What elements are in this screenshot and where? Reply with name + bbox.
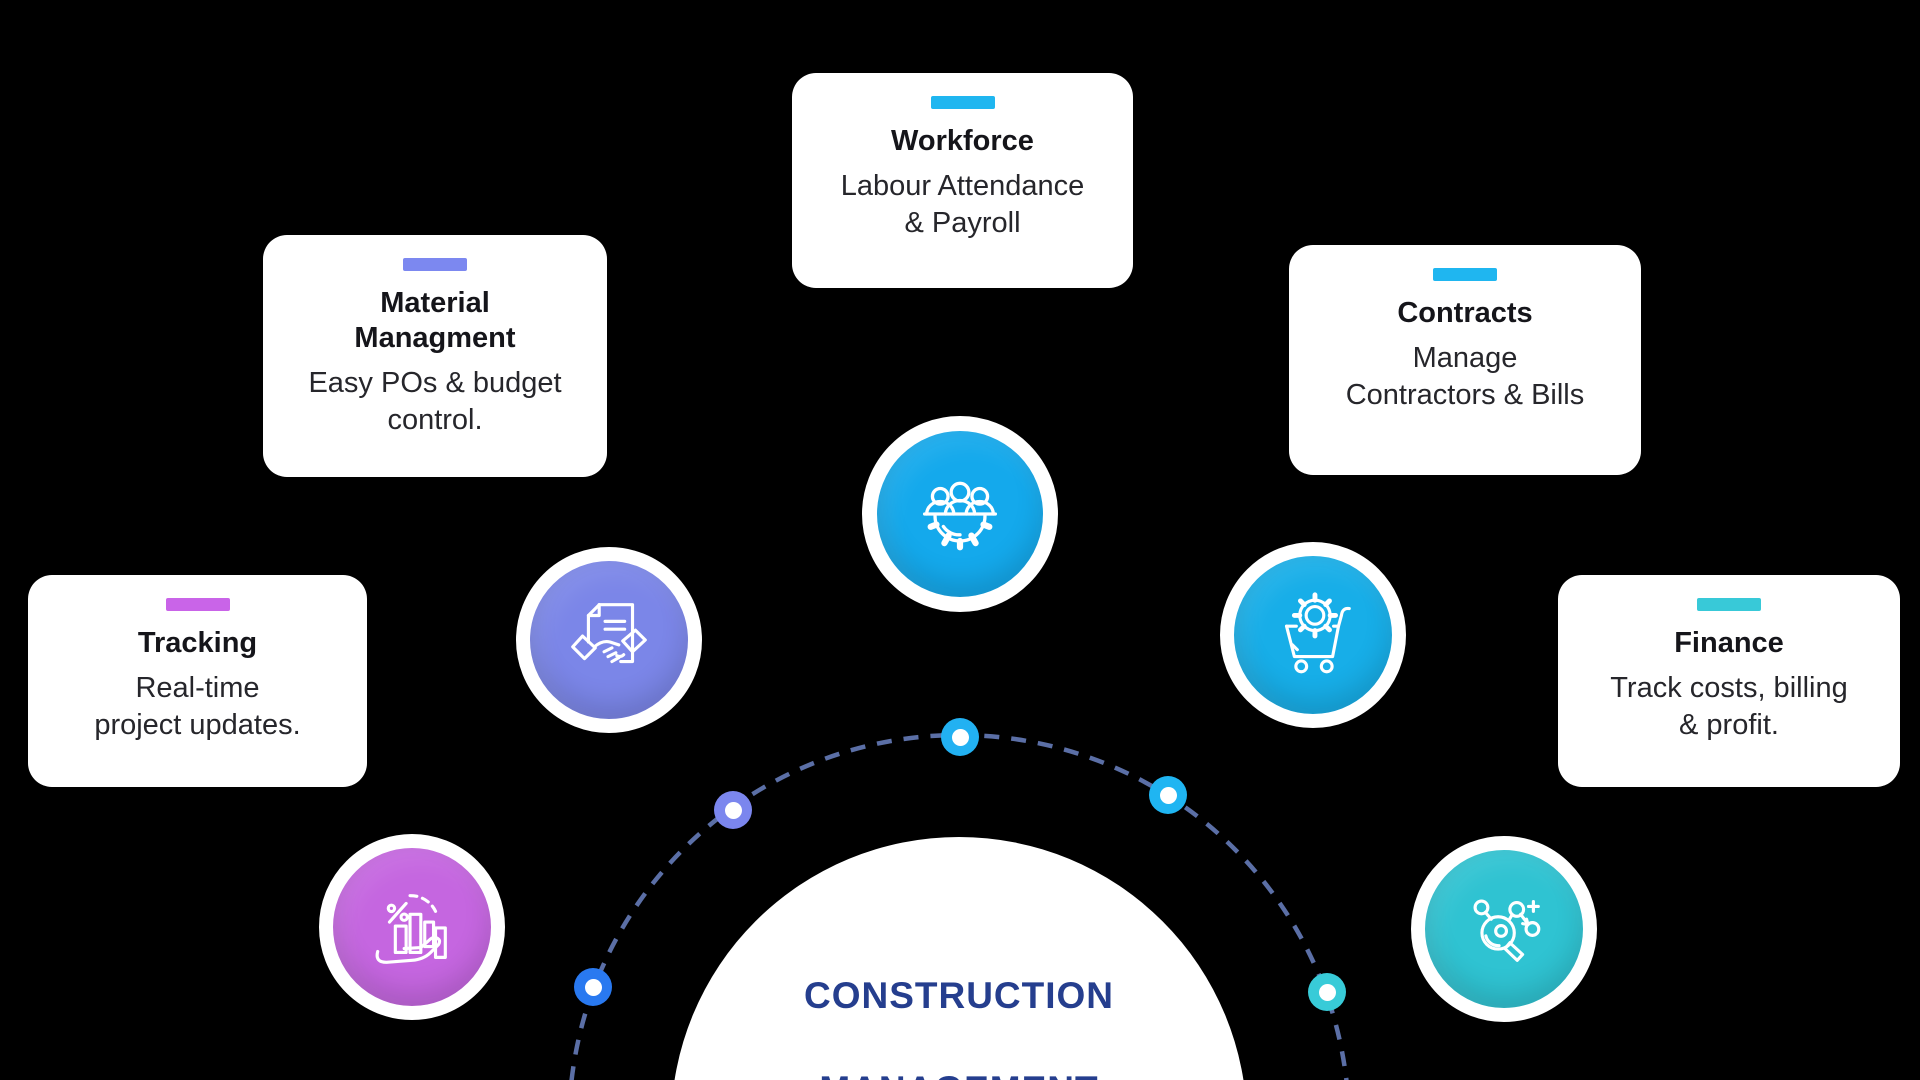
finance-accent-bar xyxy=(1697,598,1761,611)
card-finance: Finance Track costs, billing & profit. xyxy=(1558,575,1900,787)
hub-title-line2: MANAGEMENT xyxy=(819,1069,1098,1080)
arc-dot xyxy=(1308,973,1346,1011)
arc-dot-center xyxy=(951,728,969,746)
card-workforce: Workforce Labour Attendance & Payroll xyxy=(792,73,1133,288)
node-workforce-team xyxy=(862,416,1058,612)
card-material-management: Material Managment Easy POs & budget con… xyxy=(263,235,607,477)
node-tracking-hand-chart xyxy=(319,834,505,1020)
node-finance-search xyxy=(1411,836,1597,1022)
tracking-accent-bar xyxy=(165,598,230,611)
material-accent-bar xyxy=(403,258,467,271)
node-procurement-cart xyxy=(1220,542,1406,728)
tracking-description: Real-time project updates. xyxy=(94,672,301,741)
arc-dot-center xyxy=(724,801,742,819)
finance-title: Finance xyxy=(1674,627,1784,659)
arc-dot-center xyxy=(584,978,602,996)
contracts-accent-bar xyxy=(1433,268,1497,281)
cart-gear-icon xyxy=(1264,586,1362,684)
contracts-title: Contracts xyxy=(1397,297,1533,329)
arc-dot xyxy=(941,718,979,756)
finance-description: Track costs, billing & profit. xyxy=(1610,672,1848,741)
contracts-description: Manage Contractors & Bills xyxy=(1345,342,1585,411)
tracking-title: Tracking xyxy=(137,627,258,659)
node-contract-document xyxy=(516,547,702,733)
card-contracts: Contracts Manage Contractors & Bills xyxy=(1289,245,1641,475)
arc-dot xyxy=(574,968,612,1006)
arc-dot-center xyxy=(1318,983,1336,1001)
arc-dot-center xyxy=(1159,786,1177,804)
material-title: Material Managment xyxy=(354,287,516,354)
workforce-description: Labour Attendance & Payroll xyxy=(840,170,1085,239)
handshake-document-icon xyxy=(560,591,658,689)
hand-chart-icon xyxy=(363,878,461,976)
hub-title: CONSTRUCTION MANAGEMENT xyxy=(804,925,1114,1080)
arc-dot xyxy=(714,791,752,829)
arc-dot xyxy=(1149,776,1187,814)
team-gear-icon xyxy=(908,462,1012,566)
workforce-title: Workforce xyxy=(891,125,1034,157)
workforce-accent-bar xyxy=(930,96,995,109)
card-tracking: Tracking Real-time project updates. xyxy=(28,575,367,787)
material-description: Easy POs & budget control. xyxy=(308,367,562,436)
search-network-icon xyxy=(1455,880,1553,978)
hub-title-line1: CONSTRUCTION xyxy=(803,975,1115,1016)
